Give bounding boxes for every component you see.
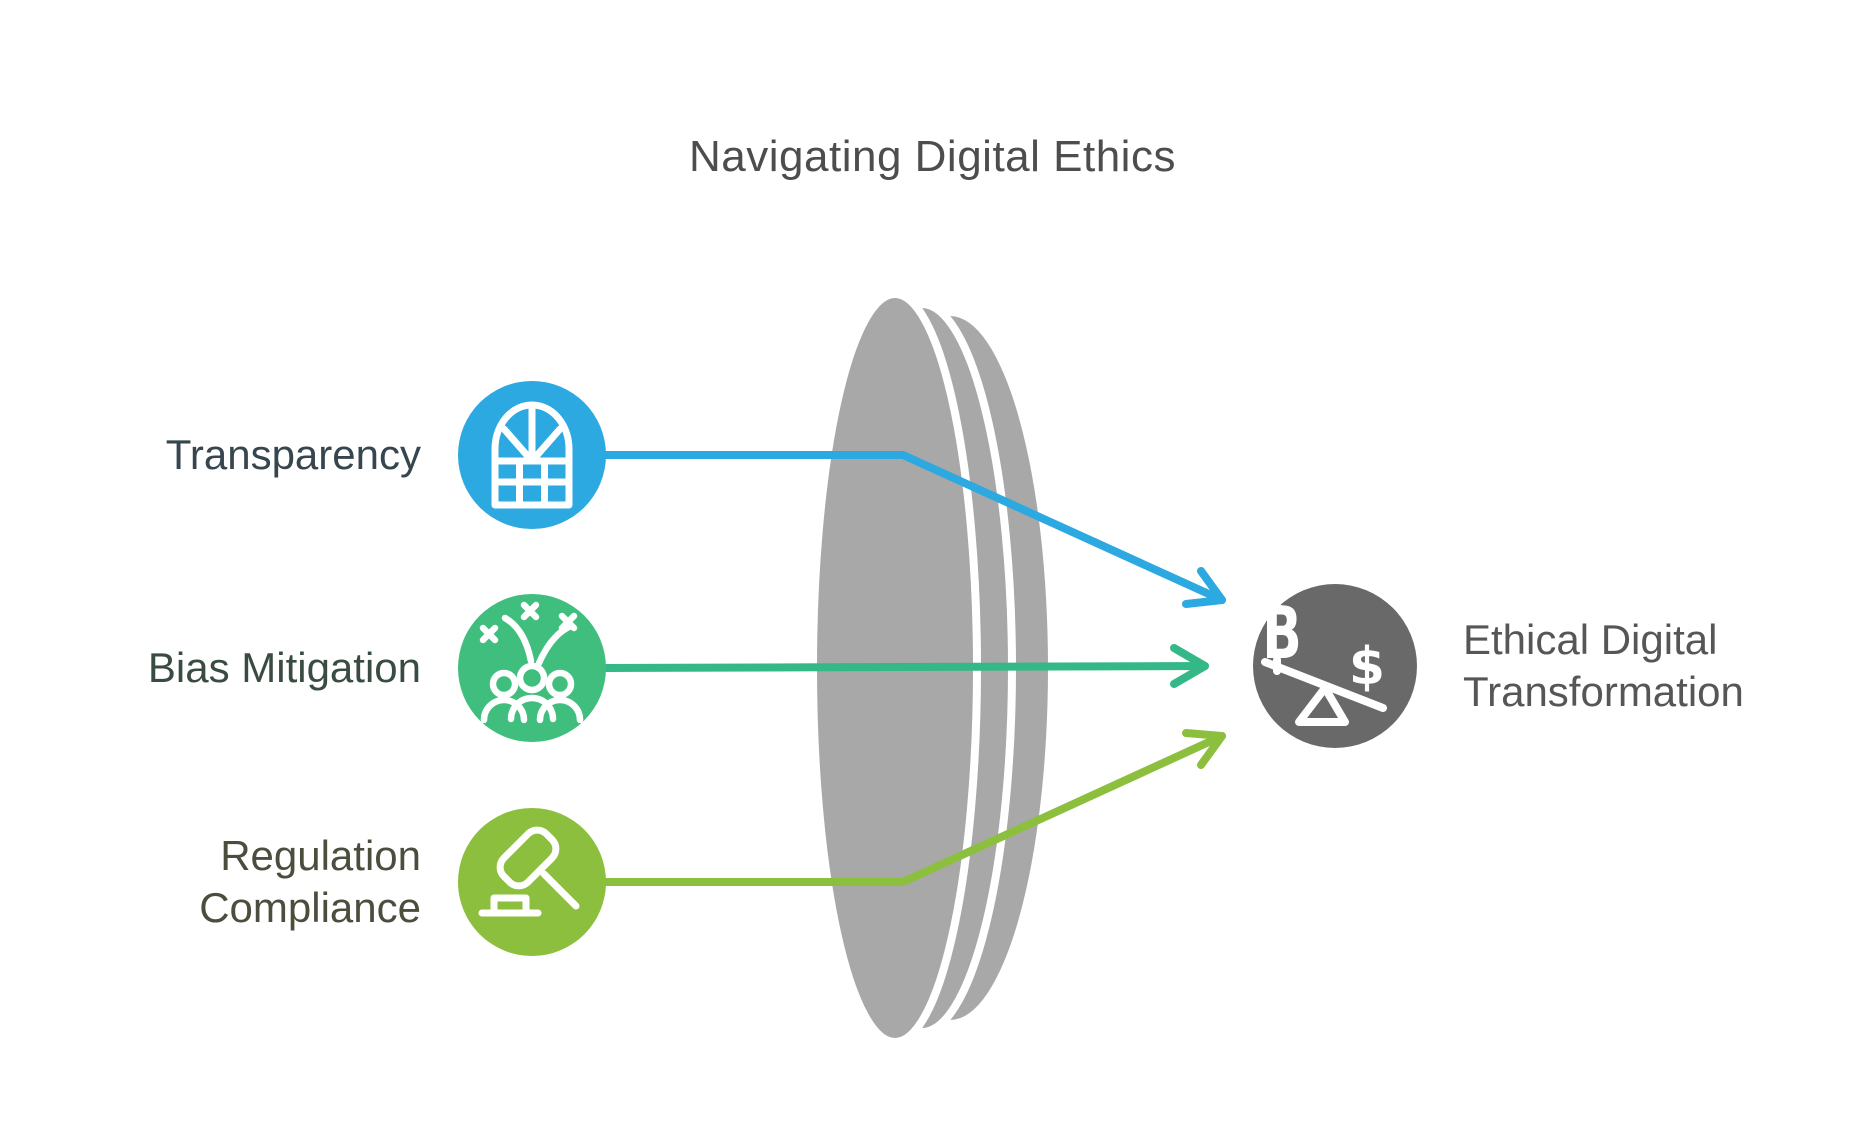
label-transparency: Transparency [165,431,421,478]
arrow-bias-mitigation [602,644,1209,688]
dollar-glyph: $ [1349,637,1385,697]
arrow-regulation-compliance [602,729,1226,886]
window-icon [491,401,573,509]
label-bias-mitigation: Bias Mitigation [147,644,421,691]
diagram-title: Navigating Digital Ethics [689,132,1176,181]
gavel-icon [478,826,580,917]
balance-scale-icon: B $ [1261,588,1387,726]
label-regulation-compliance: Regulation Compliance [199,832,421,931]
bitcoin-glyph: B [1262,591,1302,675]
people-celebration-icon [479,601,584,724]
label-ethical-digital-transformation: Ethical Digital Transformation [1463,616,1744,715]
arrow-transparency [602,451,1226,608]
